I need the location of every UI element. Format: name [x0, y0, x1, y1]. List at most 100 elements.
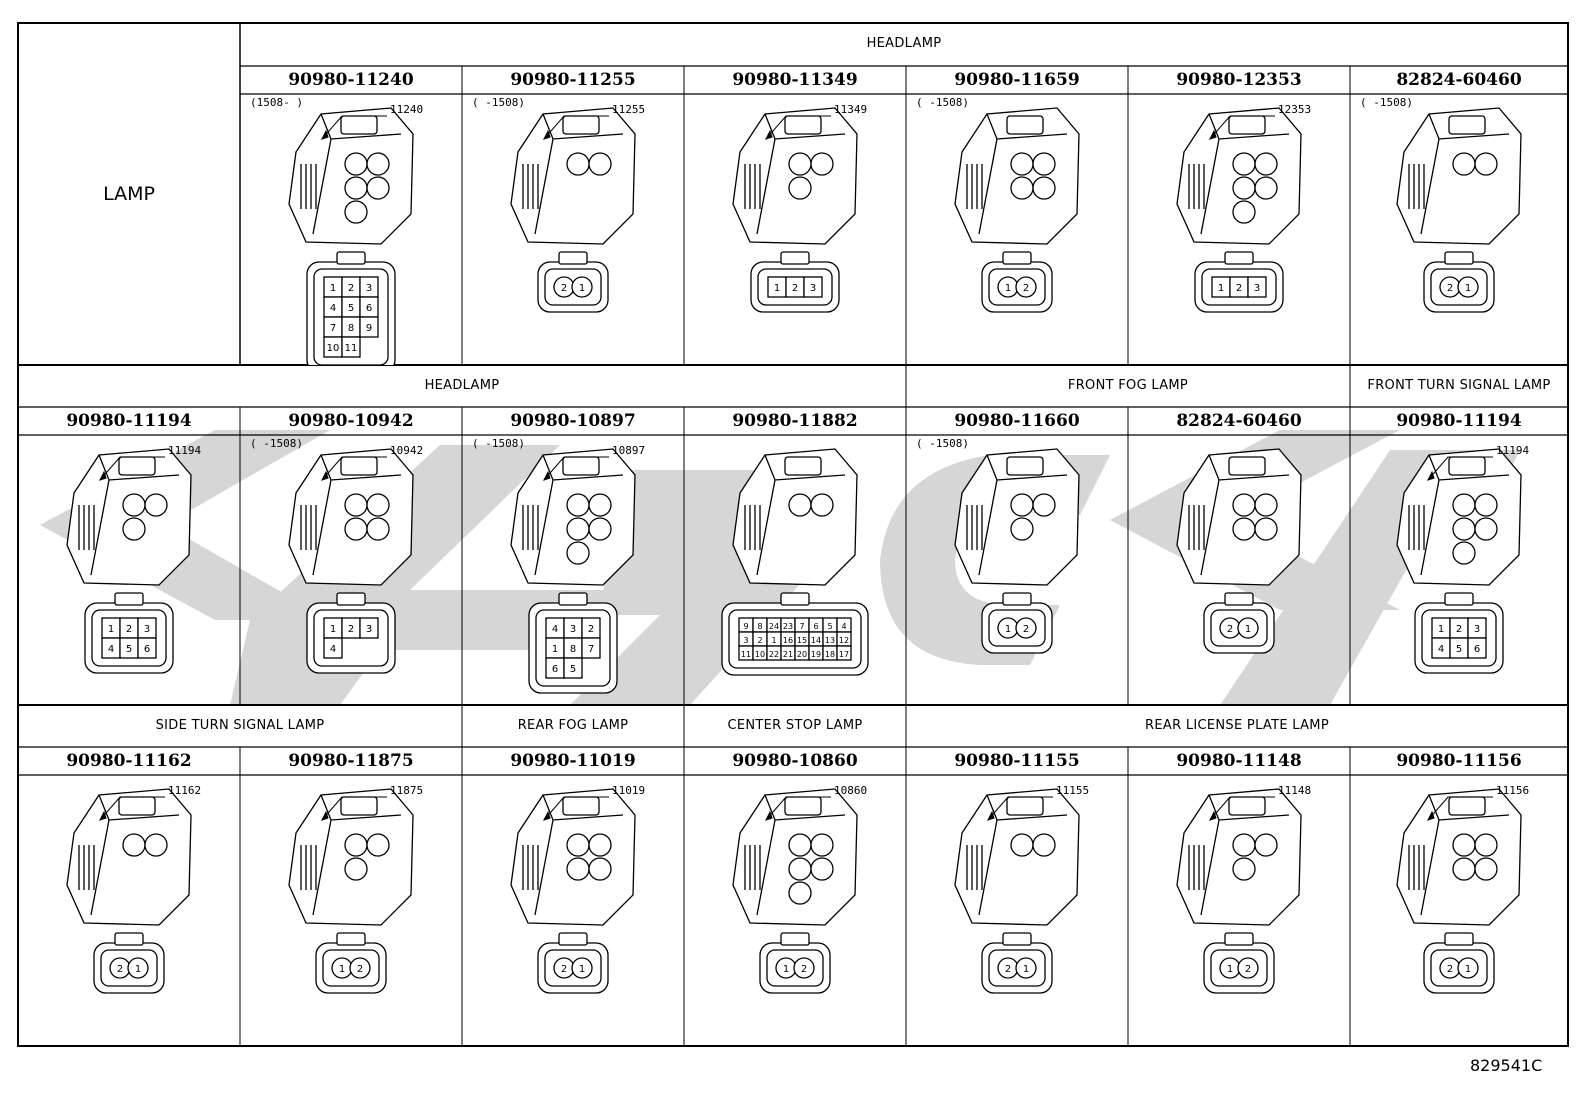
- pin-number: 6: [366, 303, 372, 314]
- pin-number: 1: [135, 964, 141, 975]
- pin-number: 8: [757, 622, 762, 631]
- date-range: ( -1508): [916, 96, 969, 109]
- pin-number: 1: [1005, 624, 1011, 635]
- part-number: 90980-11875: [288, 751, 414, 771]
- pin-number: 1: [783, 964, 789, 975]
- group-header: SIDE TURN SIGNAL LAMP: [155, 718, 325, 733]
- part-number: 90980-11148: [1176, 751, 1302, 771]
- pin-number: 3: [366, 624, 372, 635]
- pin-number: 10: [755, 650, 765, 659]
- pin-number: 3: [144, 624, 150, 635]
- pin-number: 22: [769, 650, 779, 659]
- part-number: 90980-10860: [732, 751, 858, 771]
- pin-number: 1: [771, 636, 776, 645]
- date-range: ( -1508): [916, 437, 969, 450]
- group-header: FRONT TURN SIGNAL LAMP: [1367, 378, 1551, 393]
- pin-number: 2: [1227, 624, 1233, 635]
- pin-number: 2: [1447, 964, 1453, 975]
- part-number: 90980-11194: [66, 411, 192, 431]
- pin-number: 2: [792, 283, 798, 294]
- pin-number: 1: [339, 964, 345, 975]
- pin-number: 2: [117, 964, 123, 975]
- corner-label: LAMP: [103, 183, 155, 205]
- pin-number: 24: [769, 622, 779, 631]
- pin-number: 6: [552, 664, 558, 675]
- pin-number: 2: [1023, 624, 1029, 635]
- part-number: 90980-11660: [954, 411, 1080, 431]
- callout-label: 10897: [612, 444, 645, 457]
- pin-number: 2: [561, 964, 567, 975]
- pin-number: 1: [1245, 624, 1251, 635]
- pin-number: 7: [330, 323, 336, 334]
- pin-number: 1: [330, 283, 336, 294]
- part-number: 90980-11240: [288, 70, 414, 90]
- pin-number: 2: [1023, 283, 1029, 294]
- pin-number: 7: [799, 622, 804, 631]
- pin-number: 2: [1456, 624, 1462, 635]
- group-header: CENTER STOP LAMP: [727, 718, 863, 733]
- part-number: 90980-12353: [1176, 70, 1302, 90]
- date-range: ( -1508): [472, 437, 525, 450]
- part-number: 90980-11349: [732, 70, 858, 90]
- pin-number: 14: [811, 636, 821, 645]
- part-number: 90980-11155: [954, 751, 1080, 771]
- callout-label: 11255: [612, 103, 645, 116]
- pin-number: 9: [366, 323, 372, 334]
- pin-number: 21: [783, 650, 793, 659]
- part-number: 90980-11255: [510, 70, 636, 90]
- pin-number: 1: [552, 644, 558, 655]
- pin-number: 4: [1438, 644, 1444, 655]
- callout-label: 11156: [1496, 784, 1529, 797]
- callout-label: 11875: [390, 784, 423, 797]
- pin-number: 1: [108, 624, 114, 635]
- pin-number: 5: [1456, 644, 1462, 655]
- pin-number: 4: [552, 624, 558, 635]
- part-number: 82824-60460: [1396, 70, 1522, 90]
- figure-id: 829541C: [1470, 1056, 1543, 1075]
- connector-figure: 2 1 11156: [1350, 775, 1568, 1046]
- pin-number: 11: [345, 343, 358, 354]
- pin-number: 2: [561, 283, 567, 294]
- part-number: 82824-60460: [1176, 411, 1302, 431]
- pin-number: 10: [327, 343, 340, 354]
- pin-number: 20: [797, 650, 807, 659]
- callout-label: 11155: [1056, 784, 1089, 797]
- callout-label: 11162: [168, 784, 201, 797]
- pin-number: 3: [743, 636, 748, 645]
- pin-number: 6: [813, 622, 818, 631]
- part-number: 90980-11162: [66, 751, 192, 771]
- pin-number: 1: [1227, 964, 1233, 975]
- group-header: HEADLAMP: [866, 36, 942, 51]
- date-range: ( -1508): [1360, 96, 1413, 109]
- callout-label: 11194: [1496, 444, 1529, 457]
- callout-label: 11148: [1278, 784, 1311, 797]
- pin-number: 2: [757, 636, 762, 645]
- pin-number: 1: [1465, 964, 1471, 975]
- callout-label: 11019: [612, 784, 645, 797]
- date-range: ( -1508): [472, 96, 525, 109]
- pin-number: 1: [330, 624, 336, 635]
- pin-number: 7: [588, 644, 594, 655]
- part-number: 90980-11194: [1396, 411, 1522, 431]
- pin-number: 19: [811, 650, 821, 659]
- pin-number: 23: [783, 622, 793, 631]
- pin-number: 12: [839, 636, 849, 645]
- pin-number: 4: [108, 644, 114, 655]
- pin-number: 15: [797, 636, 807, 645]
- pin-number: 8: [348, 323, 354, 334]
- connector-figure: 2 1 11162: [18, 775, 240, 1046]
- pin-number: 2: [588, 624, 594, 635]
- pin-number: 5: [827, 622, 832, 631]
